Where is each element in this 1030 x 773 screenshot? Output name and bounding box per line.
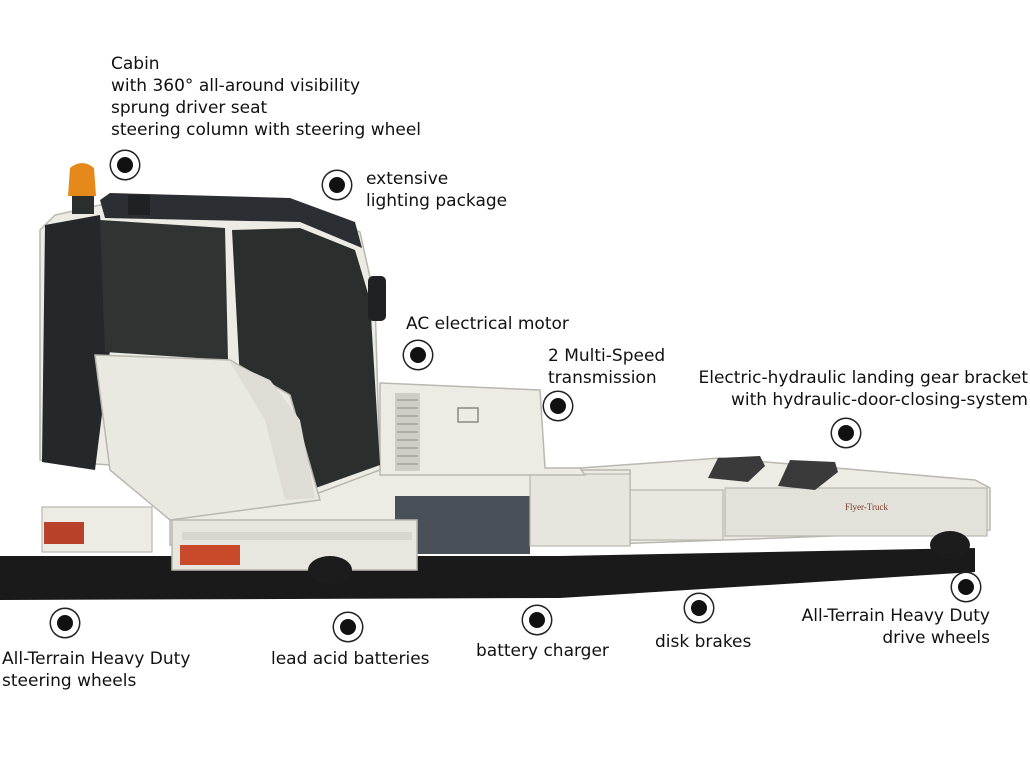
marker-drive-wheels	[952, 573, 980, 601]
marker-cabin	[111, 151, 139, 179]
beacon-mount	[72, 196, 94, 214]
marker-steering-wheels	[51, 609, 79, 637]
mirror	[368, 276, 386, 321]
rear-light	[44, 522, 84, 544]
roof-light-bar	[128, 195, 150, 215]
drive-wheel	[930, 531, 970, 559]
landing-gear-bracket-right	[778, 460, 838, 490]
callout-brakes: disk brakes	[655, 631, 751, 653]
cabin-side-window	[42, 215, 110, 470]
callout-transmission-line-1: 2 Multi-Speed	[548, 346, 666, 366]
callout-landing-gear-line-1: Electric-hydraulic landing gear bracket	[698, 368, 1029, 388]
callout-charger-line-1: battery charger	[476, 641, 609, 661]
callout-landing-gear-line-2: with hydraulic-door-closing-system	[730, 390, 1028, 410]
marker-batteries	[334, 613, 362, 641]
callout-cabin-line-2: with 360° all-around visibility	[111, 76, 361, 96]
landing-gear-bracket-left	[708, 456, 765, 482]
marker-lighting	[323, 171, 351, 199]
charger-box	[529, 473, 631, 547]
cabin-front-window	[100, 220, 228, 360]
callout-lighting-line-1: extensive	[366, 169, 449, 189]
callout-charger: battery charger	[476, 640, 609, 662]
callout-steering-wheels-line-1: All-Terrain Heavy Duty	[2, 649, 191, 669]
callout-motor: AC electrical motor	[406, 313, 569, 335]
callout-steering-wheels-line-2: steering wheels	[2, 671, 137, 691]
seat-cowl	[230, 362, 315, 500]
step-tread	[182, 532, 412, 540]
marker-motor	[404, 341, 432, 369]
callout-cabin-line-1: Cabin	[111, 54, 160, 74]
callout-cabin: Cabin with 360° all-around visibility sp…	[111, 53, 421, 141]
marker-transmission	[544, 392, 572, 420]
marker-charger	[523, 606, 551, 634]
callout-drive-wheels-line-1: All-Terrain Heavy Duty	[801, 606, 990, 626]
callout-steering-wheels: All-Terrain Heavy Duty steering wheels	[2, 648, 190, 692]
mid-box	[627, 489, 724, 541]
callout-drive-wheels-line-2: drive wheels	[882, 628, 990, 648]
callout-landing-gear: Electric-hydraulic landing gear bracket …	[699, 367, 1029, 411]
marker-brakes	[685, 594, 713, 622]
ground-shadow	[0, 548, 975, 600]
callout-transmission: 2 Multi-Speed transmission	[548, 345, 665, 389]
front-light-left	[180, 545, 240, 565]
steering-wheel-tire	[308, 556, 352, 584]
deck-box	[724, 487, 988, 537]
callout-batteries-line-1: lead acid batteries	[271, 649, 430, 669]
motor-handle	[457, 407, 479, 423]
beacon-light	[68, 163, 96, 196]
callout-cabin-line-3: sprung driver seat	[111, 98, 268, 118]
motor-housing	[379, 382, 587, 476]
callout-cabin-line-4: steering column with steering wheel	[111, 120, 422, 140]
callout-drive-wheels: All-Terrain Heavy Duty drive wheels	[802, 605, 990, 649]
callout-motor-line-1: AC electrical motor	[406, 314, 569, 334]
marker-landing-gear	[832, 419, 860, 447]
callout-transmission-line-2: transmission	[548, 368, 657, 388]
callout-lighting-line-2: lighting package	[366, 191, 508, 211]
cabin-roof	[100, 193, 362, 248]
callout-lighting: extensive lighting package	[366, 168, 507, 212]
brand-plate: Flyer-Truck	[845, 502, 888, 512]
callout-batteries: lead acid batteries	[271, 648, 430, 670]
callout-brakes-line-1: disk brakes	[655, 632, 752, 652]
